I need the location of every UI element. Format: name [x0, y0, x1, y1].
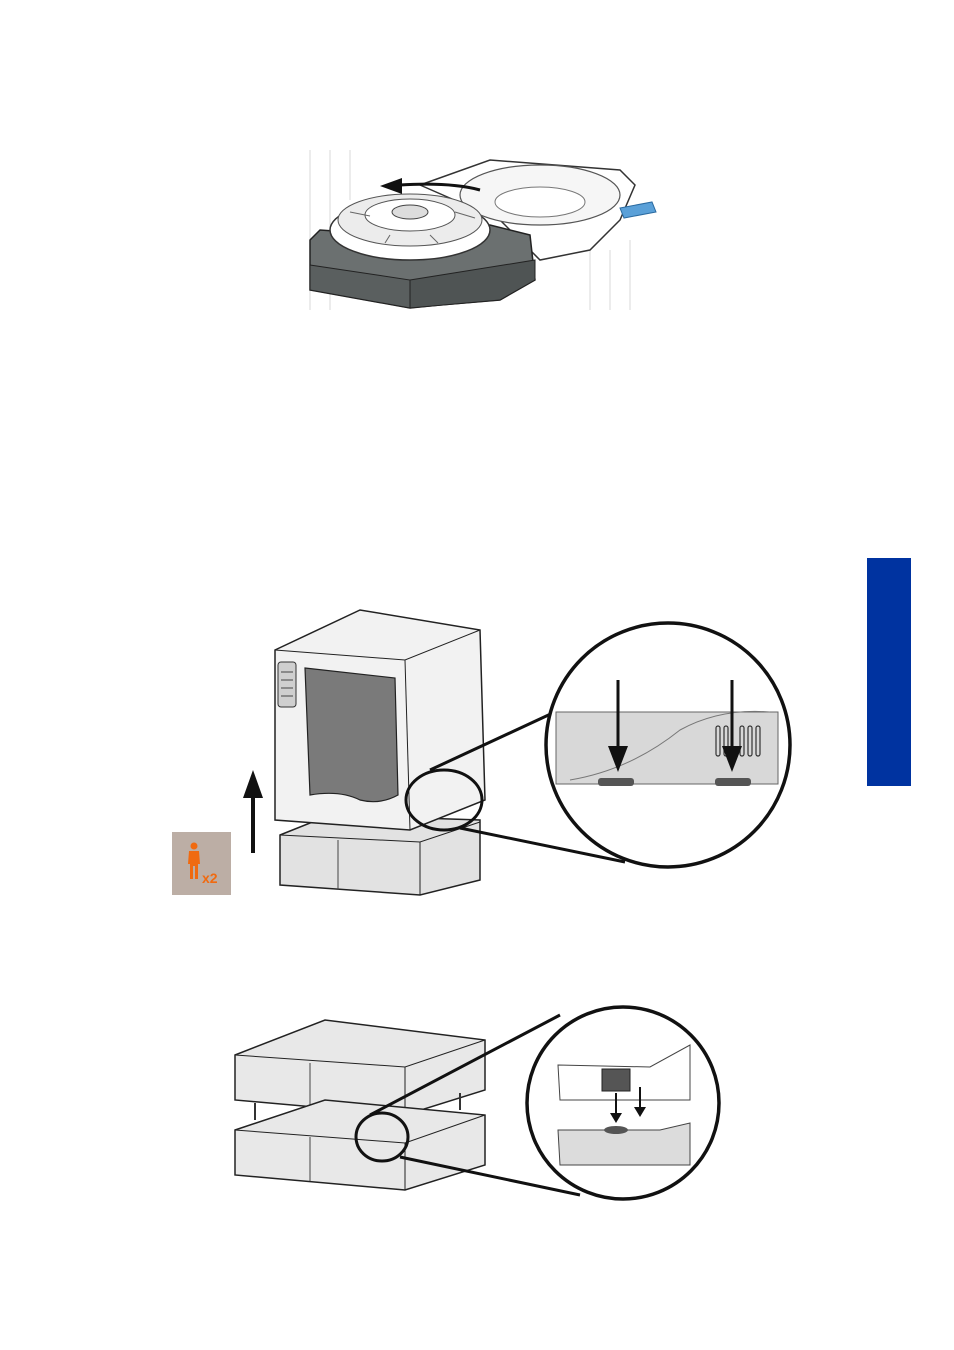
lift-multiplier: x2 [202, 870, 218, 886]
person-icon [186, 842, 202, 880]
stacking-cabinets-illustration [230, 1005, 730, 1205]
printer-lift-illustration [240, 600, 800, 900]
two-person-lift-badge: x2 [172, 832, 231, 895]
cartridge-spool-illustration [290, 140, 670, 320]
section-tab [867, 558, 911, 786]
